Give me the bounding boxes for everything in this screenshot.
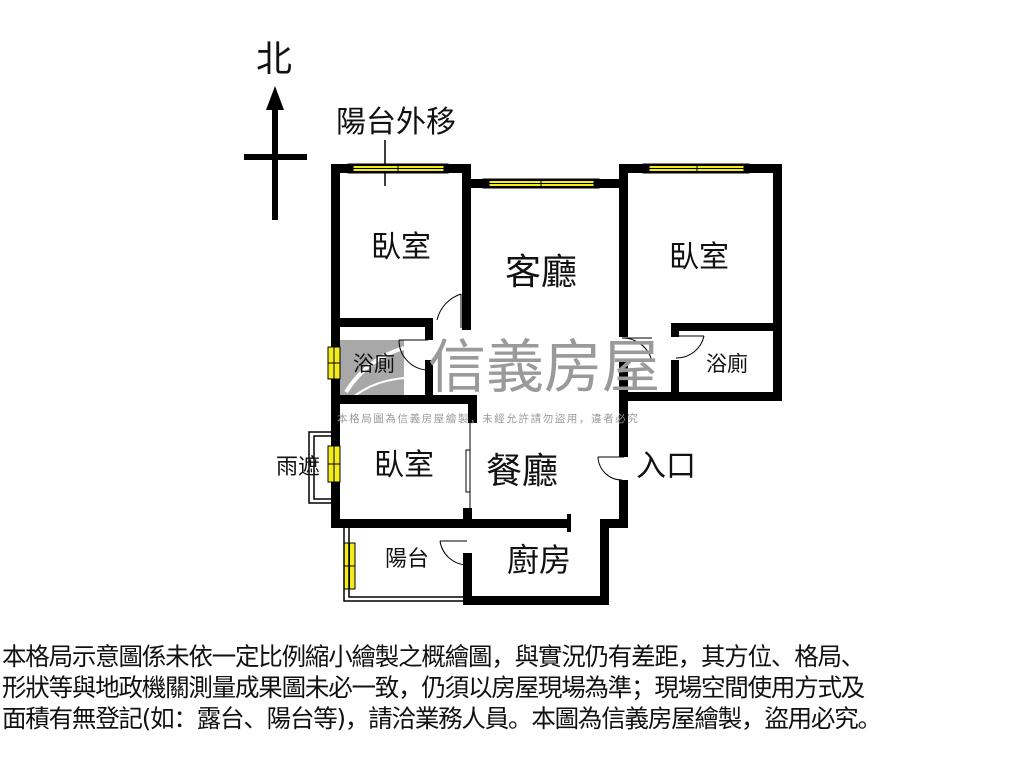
floor-plan: 北 陽台外移 臥室 客廳 臥室 浴廁 浴廁 信義房屋 本格局圖為信義房屋繪製，未… — [244, 39, 782, 605]
room-bathroom-e: 浴廁 — [706, 352, 748, 376]
watermark-logo-icon — [338, 340, 405, 400]
north-label: 北 — [256, 39, 293, 80]
canopy-outline — [308, 431, 331, 504]
room-bathroom-w: 浴廁 — [353, 352, 395, 376]
room-kitchen: 廚房 — [507, 541, 572, 579]
disclaimer: 本格局示意圖係未依一定比例縮小繪製之概繪圖，與實況仍有差距，其方位、格局、 形狀… — [2, 641, 1024, 734]
entrance-label: 入口 — [636, 449, 696, 484]
room-balcony: 陽台 — [385, 547, 430, 572]
watermark-notice: 本格局圖為信義房屋繪製，未經允許請勿盜用，違者必究 — [337, 413, 640, 425]
disclaimer-line: 本格局示意圖係未依一定比例縮小繪製之概繪圖，與實況仍有差距，其方位、格局、 — [2, 642, 865, 671]
balcony-railing — [343, 528, 463, 602]
room-dining: 餐廳 — [486, 451, 559, 492]
room-bedroom-ne: 臥室 — [669, 240, 729, 275]
balcony-moved-out-label: 陽台外移 — [336, 105, 456, 140]
north-arrow-icon — [244, 86, 307, 220]
door-swings — [398, 293, 705, 566]
room-bedroom-sw: 臥室 — [374, 448, 434, 483]
room-bedroom-nw: 臥室 — [371, 230, 431, 265]
sliding-door — [465, 423, 471, 510]
canopy-label: 雨遮 — [276, 455, 321, 480]
disclaimer-line: 形狀等與地政機關測量成果圖未必一致，仍須以房屋現場為準；現場空間使用方式及 — [2, 673, 865, 702]
disclaimer-line: 面積有無登記(如：露台、陽台等)，請洽業務人員。本圖為信義房屋繪製，盜用必究。 — [2, 704, 882, 733]
room-living: 客廳 — [505, 252, 578, 293]
watermark-brand: 信義房屋 — [428, 333, 661, 401]
